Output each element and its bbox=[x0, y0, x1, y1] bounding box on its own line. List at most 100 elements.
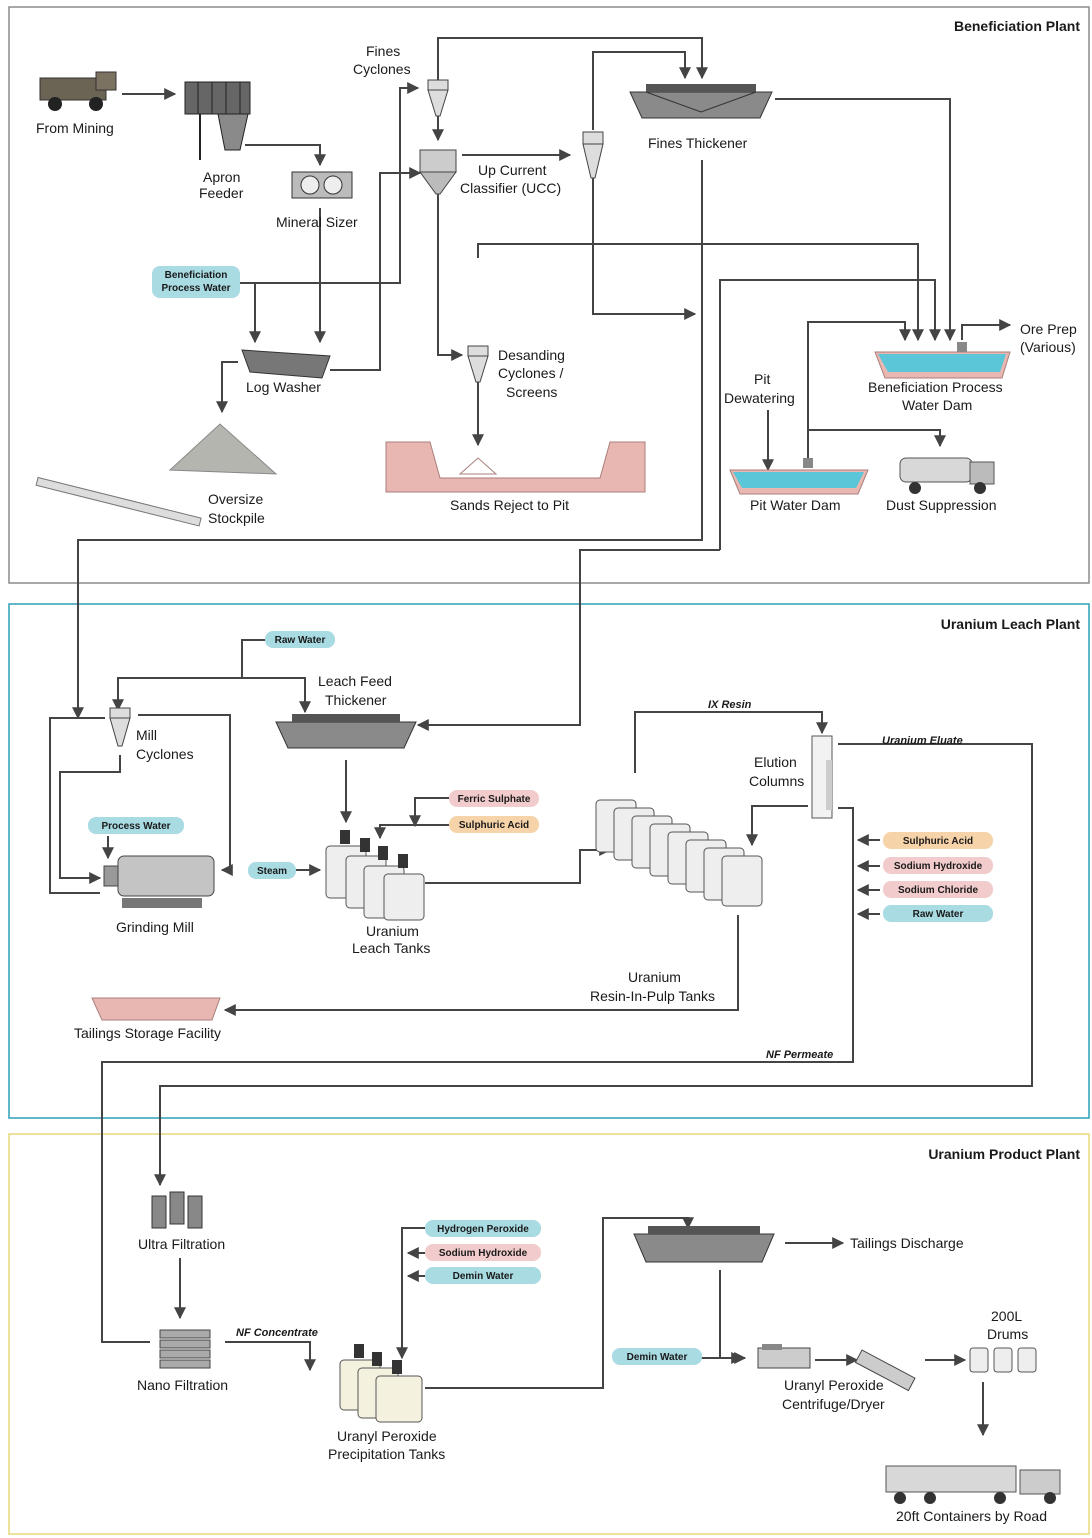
node-mill-cyclones-l2: Cyclones bbox=[136, 746, 194, 762]
node-log-washer: Log Washer bbox=[246, 379, 321, 395]
tailings-storage-icon bbox=[91, 997, 221, 1021]
svg-text:Sodium Chloride: Sodium Chloride bbox=[898, 885, 978, 896]
beneficiation-water-dam-icon bbox=[874, 342, 1011, 379]
node-precip-l2: Precipitation Tanks bbox=[328, 1446, 445, 1462]
elution-columns-icon bbox=[811, 735, 833, 819]
svg-text:Sodium Hydroxide: Sodium Hydroxide bbox=[894, 861, 983, 872]
svg-text:Steam: Steam bbox=[257, 866, 287, 877]
flow-label-nf-permeate: NF Permeate bbox=[766, 1049, 833, 1061]
centrifuge-icon bbox=[757, 1344, 811, 1369]
sodium-hydroxide-precip-pill: Sodium Hydroxide bbox=[425, 1244, 541, 1261]
steam-pill: Steam bbox=[248, 862, 296, 879]
sodium-chloride-pill: Sodium Chloride bbox=[883, 881, 993, 898]
dryer-icon bbox=[854, 1349, 916, 1392]
flow-lines-product bbox=[174, 1217, 989, 1437]
node-oversize-l1: Oversize bbox=[208, 491, 263, 507]
node-containers: 20ft Containers by Road bbox=[896, 1508, 1047, 1524]
ultra-filtration-icon bbox=[151, 1191, 203, 1229]
node-mineral-sizer: Mineral Sizer bbox=[276, 214, 358, 230]
svg-text:Ferric Sulphate: Ferric Sulphate bbox=[458, 794, 531, 805]
svg-text:Raw Water: Raw Water bbox=[275, 635, 326, 646]
node-pit-water-dam: Pit Water Dam bbox=[750, 497, 841, 513]
product-section bbox=[8, 1133, 1090, 1535]
water-truck-icon bbox=[899, 457, 995, 494]
rip-tanks-icon bbox=[595, 799, 763, 907]
node-leach-tanks-l2: Leach Tanks bbox=[352, 940, 430, 956]
node-leach-feed-l2: Thickener bbox=[325, 692, 387, 708]
mill-cyclone-icon bbox=[109, 707, 131, 747]
node-ben-dam-l2: Water Dam bbox=[902, 397, 972, 413]
flow-label-nf-concentrate: NF Concentrate bbox=[236, 1327, 318, 1339]
section-title-leach: Uranium Leach Plant bbox=[941, 616, 1081, 632]
ben-process-water-pill: Beneficiation Process Water bbox=[152, 266, 240, 298]
node-ucc-l1: Up Current bbox=[478, 162, 547, 178]
svg-text:Sulphuric Acid: Sulphuric Acid bbox=[903, 836, 973, 847]
node-grinding-mill: Grinding Mill bbox=[116, 919, 194, 935]
nano-filtration-icon bbox=[159, 1329, 211, 1369]
sodium-hydroxide-elution-pill: Sodium Hydroxide bbox=[883, 857, 993, 874]
node-pit-dewatering-l2: Dewatering bbox=[724, 390, 795, 406]
node-tailings-discharge: Tailings Discharge bbox=[850, 1235, 964, 1251]
node-apron-feeder-l2: Feeder bbox=[199, 185, 244, 201]
grinding-mill-icon bbox=[103, 855, 215, 908]
node-ben-dam-l1: Beneficiation Process bbox=[868, 379, 1003, 395]
node-precip-l1: Uranyl Peroxide bbox=[337, 1428, 437, 1444]
node-centrifuge-l1: Uranyl Peroxide bbox=[784, 1377, 884, 1393]
log-washer-icon bbox=[241, 349, 331, 379]
node-ucc-l2: Classifier (UCC) bbox=[460, 180, 561, 196]
drums-icon bbox=[969, 1347, 1037, 1373]
product-thickener-icon bbox=[633, 1226, 775, 1263]
flow-lines-leach bbox=[49, 549, 1033, 1343]
process-water-pill: Process Water bbox=[88, 817, 184, 834]
node-leach-feed-l1: Leach Feed bbox=[318, 673, 392, 689]
node-fines-thickener: Fines Thickener bbox=[648, 135, 748, 151]
svg-text:Raw Water: Raw Water bbox=[913, 909, 964, 920]
node-apron-feeder-l1: Apron bbox=[203, 169, 240, 185]
sands-reject-pit-icon bbox=[385, 441, 646, 493]
pit-water-dam-icon bbox=[729, 458, 869, 495]
svg-text:Sulphuric Acid: Sulphuric Acid bbox=[459, 820, 529, 831]
node-ultra-filtration: Ultra Filtration bbox=[138, 1236, 225, 1252]
flow-label-uranium-eluate: Uranium Eluate bbox=[882, 735, 963, 747]
node-elution-l1: Elution bbox=[754, 754, 797, 770]
node-centrifuge-l2: Centrifuge/Dryer bbox=[782, 1396, 885, 1412]
node-elution-l2: Columns bbox=[749, 773, 804, 789]
node-nano-filtration: Nano Filtration bbox=[137, 1377, 228, 1393]
raw-water-elution-pill: Raw Water bbox=[883, 905, 993, 922]
node-mill-cyclones-l1: Mill bbox=[136, 727, 157, 743]
node-fines-cyclones-l2: Cyclones bbox=[353, 61, 411, 77]
section-title-beneficiation: Beneficiation Plant bbox=[954, 18, 1080, 34]
node-from-mining: From Mining bbox=[36, 120, 114, 136]
ucc-icon bbox=[419, 149, 457, 195]
svg-text:Hydrogen Peroxide: Hydrogen Peroxide bbox=[437, 1224, 529, 1235]
leach-feed-thickener-icon bbox=[275, 714, 417, 749]
flow-lines-beneficiation bbox=[72, 37, 1012, 720]
node-rip-l1: Uranium bbox=[628, 969, 681, 985]
oversize-stockpile-icon bbox=[35, 423, 278, 527]
node-leach-tanks-l1: Uranium bbox=[366, 923, 419, 939]
apron-feeder-icon bbox=[184, 81, 251, 160]
node-dust-suppression: Dust Suppression bbox=[886, 497, 997, 513]
secondary-cyclone-icon bbox=[582, 131, 604, 179]
demin-water-centrifuge-pill: Demin Water bbox=[612, 1348, 702, 1365]
raw-water-pill-top: Raw Water bbox=[265, 631, 335, 648]
flow-label-ix-resin: IX Resin bbox=[708, 699, 752, 711]
svg-text:Demin Water: Demin Water bbox=[627, 1352, 688, 1363]
svg-text:Process Water: Process Water bbox=[161, 283, 230, 294]
node-desanding-l1: Desanding bbox=[498, 347, 565, 363]
leach-section bbox=[8, 603, 1090, 1119]
demin-water-precip-pill: Demin Water bbox=[425, 1267, 541, 1284]
sulphuric-acid-elution-pill: Sulphuric Acid bbox=[883, 832, 993, 849]
container-truck-icon bbox=[885, 1465, 1061, 1504]
desanding-cyclone-icon bbox=[467, 345, 489, 383]
ferric-sulphate-pill: Ferric Sulphate bbox=[449, 790, 539, 807]
node-ore-prep-l2: (Various) bbox=[1020, 339, 1076, 355]
node-sands-reject: Sands Reject to Pit bbox=[450, 497, 569, 513]
node-oversize-l2: Stockpile bbox=[208, 510, 265, 526]
node-fines-cyclones-l1: Fines bbox=[366, 43, 400, 59]
node-desanding-l3: Screens bbox=[506, 384, 557, 400]
node-tailings-storage: Tailings Storage Facility bbox=[74, 1025, 221, 1041]
node-pit-dewatering-l1: Pit bbox=[754, 371, 770, 387]
haul-truck-icon bbox=[39, 71, 117, 111]
section-title-product: Uranium Product Plant bbox=[928, 1146, 1080, 1162]
